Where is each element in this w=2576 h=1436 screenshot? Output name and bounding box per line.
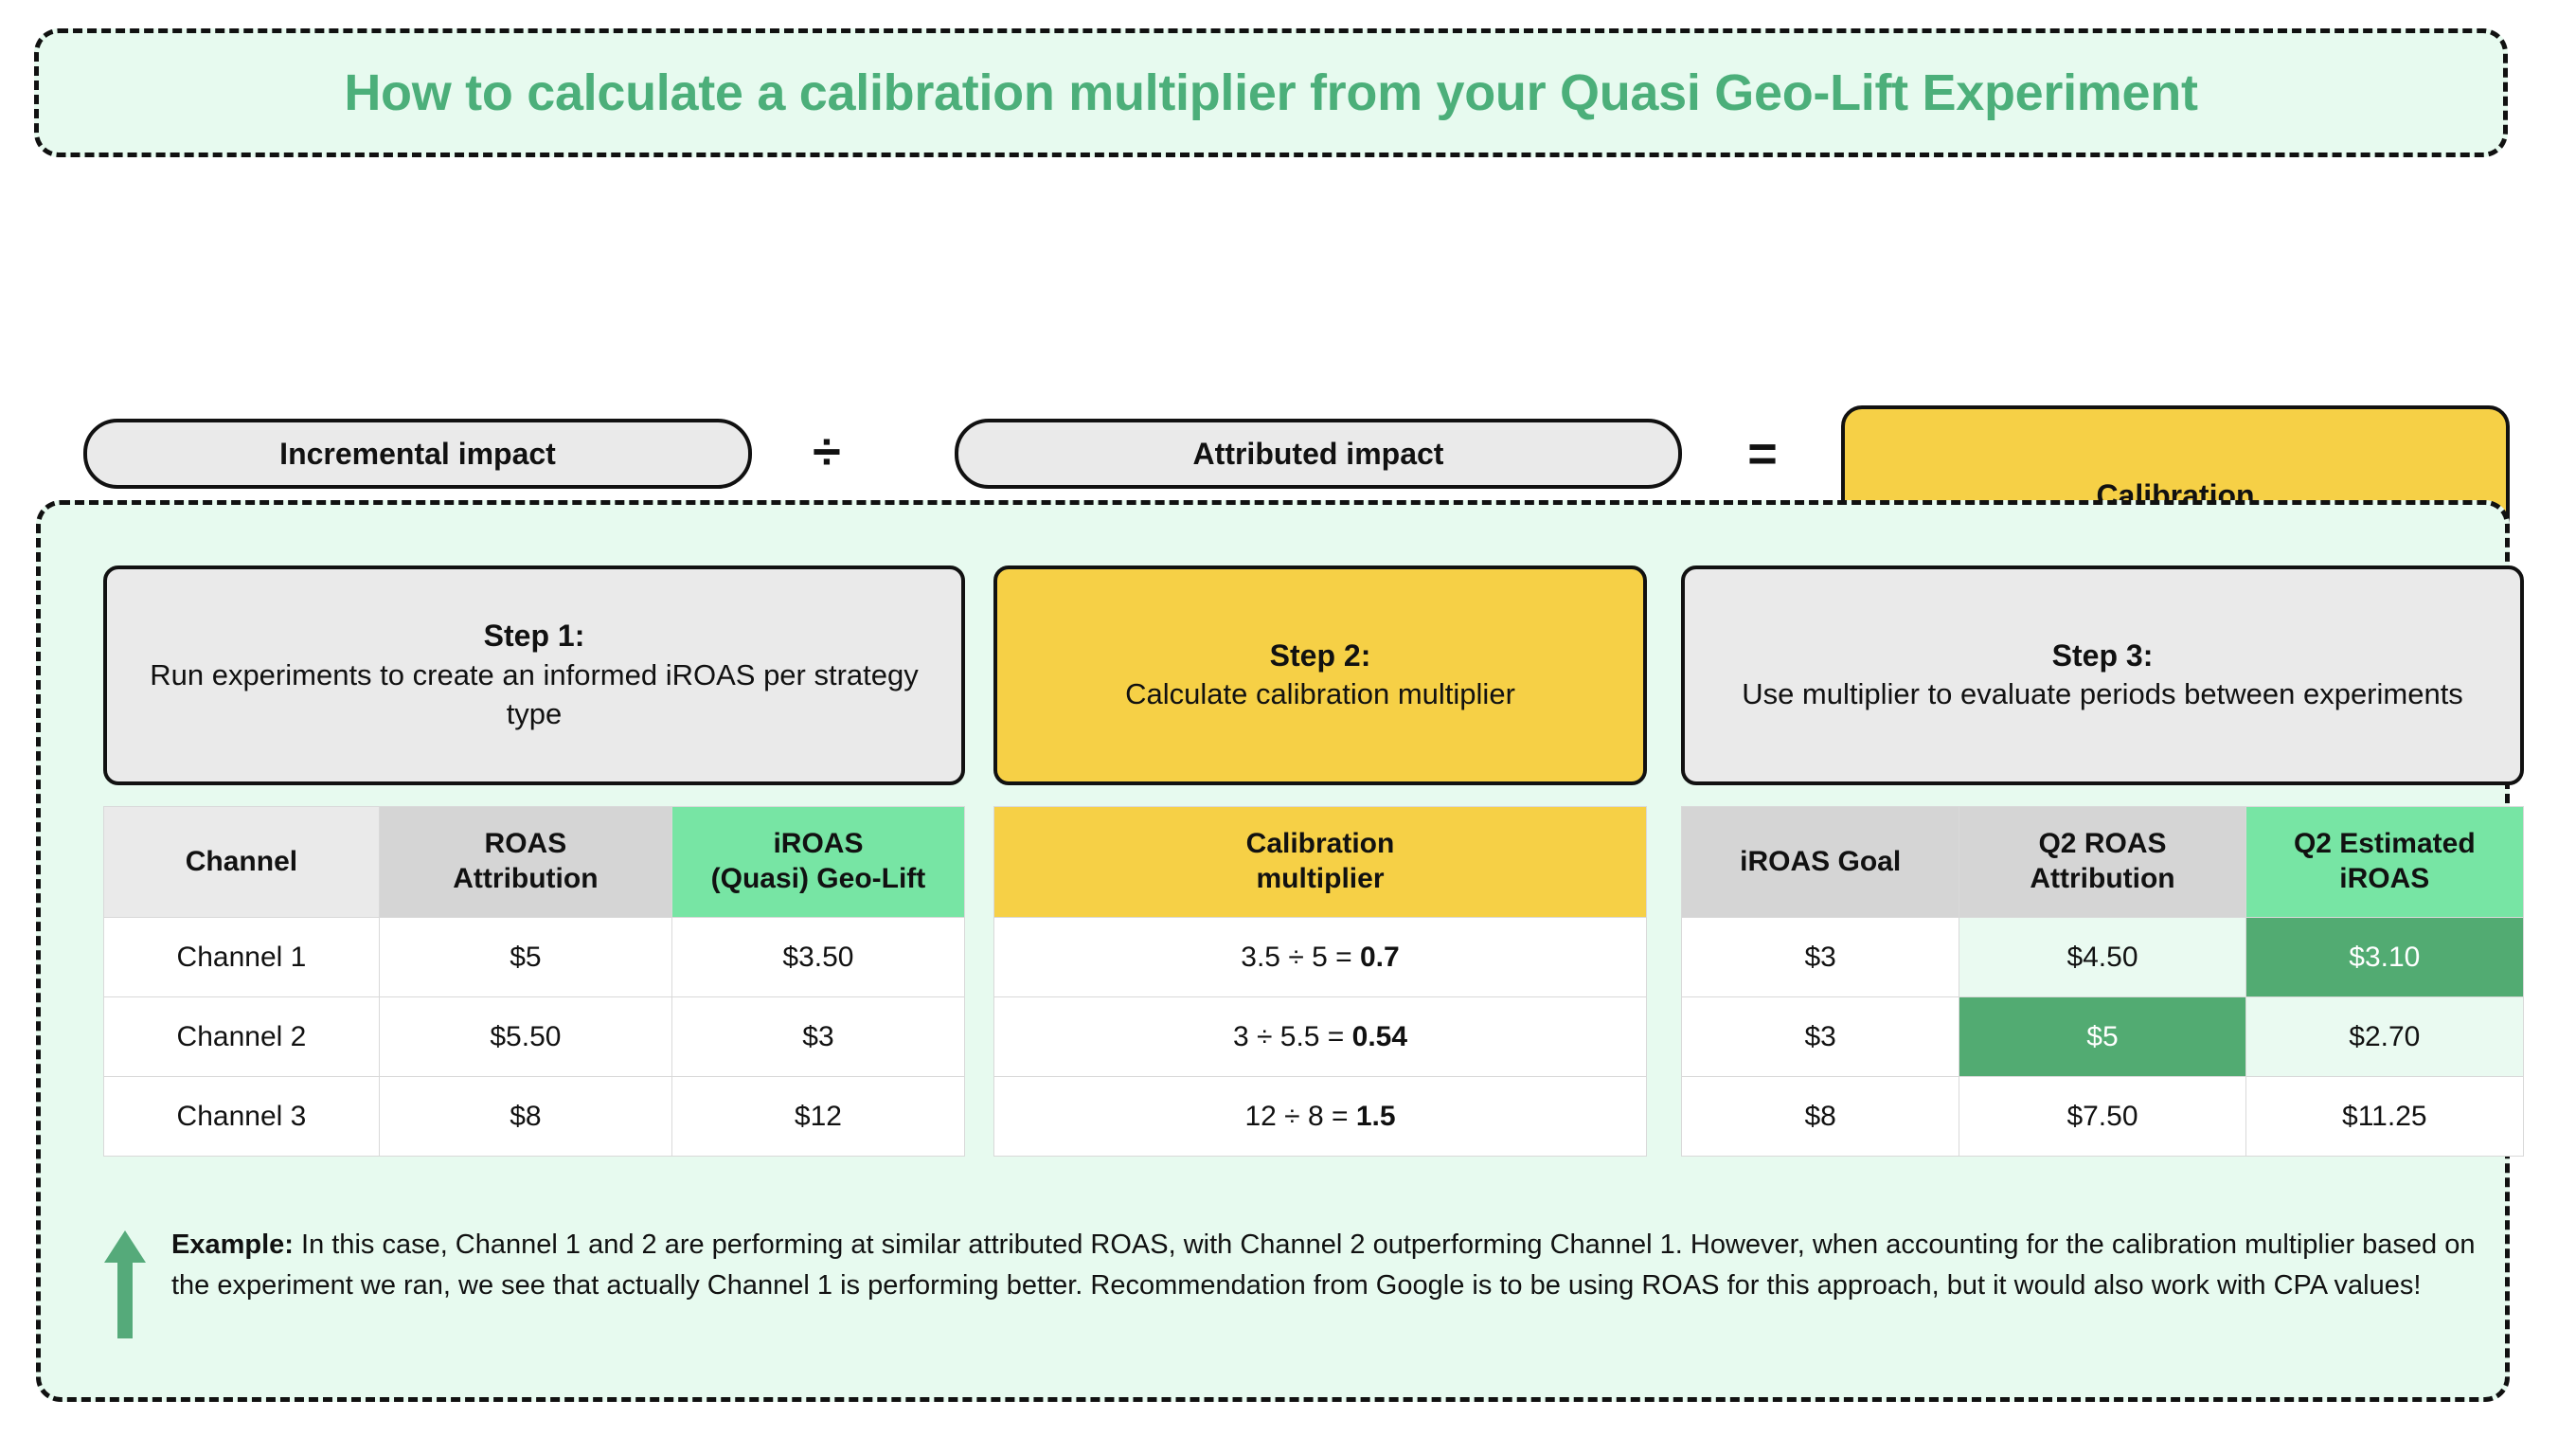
calc-result: 1.5 <box>1355 1100 1396 1132</box>
calc-result: 0.54 <box>1351 1020 1408 1052</box>
steps-panel: Step 1: Run experiments to create an inf… <box>36 500 2525 1402</box>
page-title: How to calculate a calibration multiplie… <box>344 64 2198 121</box>
table-row: 3.5 ÷ 5 = 0.7 <box>993 917 1647 997</box>
step-3-column: Step 3: Use multiplier to evaluate perio… <box>1680 565 2525 1157</box>
col-header-q2-estimated-iroas: Q2 Estimated iROAS <box>2245 806 2525 918</box>
cell-q2-roas: $7.50 <box>1959 1076 2246 1157</box>
col-header-calibration-multiplier: Calibration multiplier <box>993 806 1647 918</box>
step-1-label: Step 1: <box>483 619 585 654</box>
equals-operator-icon: = <box>1747 425 1778 482</box>
example-text: Example: In this case, Channel 1 and 2 a… <box>171 1225 2490 1306</box>
cell-q2-estimated-iroas-highlight: $3.10 <box>2245 917 2525 997</box>
calc-expression: 3.5 ÷ 5 = <box>1241 941 1360 973</box>
incremental-impact-box: Incremental impact <box>83 419 752 489</box>
table-header-row: Channel ROAS Attribution iROAS (Quasi) G… <box>103 806 966 918</box>
table-header-row: Calibration multiplier <box>993 806 1647 918</box>
step-3-table: iROAS Goal Q2 ROAS Attribution Q2 Estima… <box>1680 806 2525 1157</box>
table-row: Channel 3 $8 $12 <box>103 1076 966 1157</box>
step-2-description: Calculate calibration multiplier <box>1125 677 1515 711</box>
calc-expression: 12 ÷ 8 = <box>1244 1100 1356 1132</box>
table-header-row: iROAS Goal Q2 ROAS Attribution Q2 Estima… <box>1680 806 2525 918</box>
col-header-channel: Channel <box>103 806 380 918</box>
attributed-impact-box: Attributed impact <box>955 419 1682 489</box>
table-row: 3 ÷ 5.5 = 0.54 <box>993 996 1647 1077</box>
cell-channel: Channel 2 <box>103 996 380 1077</box>
incremental-impact-label: Incremental impact <box>279 436 556 471</box>
cell-calibration-calc: 3.5 ÷ 5 = 0.7 <box>993 917 1647 997</box>
col-header-iroas-geolift: iROAS (Quasi) Geo-Lift <box>671 806 966 918</box>
calc-result: 0.7 <box>1360 941 1400 973</box>
cell-q2-estimated-iroas: $11.25 <box>2245 1076 2525 1157</box>
cell-iroas: $12 <box>671 1076 966 1157</box>
table-row: $3 $4.50 $3.10 <box>1680 917 2525 997</box>
example-note: Example: In this case, Channel 1 and 2 a… <box>103 1225 2490 1345</box>
cell-roas: $5 <box>378 917 672 997</box>
step-2-header: Step 2: Calculate calibration multiplier <box>993 565 1647 785</box>
example-body: In this case, Channel 1 and 2 are perfor… <box>171 1230 2476 1301</box>
cell-roas: $8 <box>378 1076 672 1157</box>
cell-channel: Channel 1 <box>103 917 380 997</box>
step-3-header: Step 3: Use multiplier to evaluate perio… <box>1681 565 2524 785</box>
cell-iroas-goal: $8 <box>1680 1076 1960 1157</box>
formula-row: Incremental impact ÷ Attributed impact =… <box>0 199 2576 627</box>
cell-q2-roas-highlight: $5 <box>1959 996 2246 1077</box>
cell-q2-roas: $4.50 <box>1959 917 2246 997</box>
divide-operator-icon: ÷ <box>813 423 841 480</box>
cell-iroas: $3.50 <box>671 917 966 997</box>
table-row: Channel 2 $5.50 $3 <box>103 996 966 1077</box>
step-1-header: Step 1: Run experiments to create an inf… <box>103 565 965 785</box>
table-row: $3 $5 $2.70 <box>1680 996 2525 1077</box>
table-row: 12 ÷ 8 = 1.5 <box>993 1076 1647 1157</box>
cell-iroas-goal: $3 <box>1680 996 1960 1077</box>
cell-channel: Channel 3 <box>103 1076 380 1157</box>
step-1-table: Channel ROAS Attribution iROAS (Quasi) G… <box>103 806 966 1157</box>
col-header-iroas-goal: iROAS Goal <box>1680 806 1960 918</box>
cell-roas: $5.50 <box>378 996 672 1077</box>
calc-expression: 3 ÷ 5.5 = <box>1232 1020 1352 1052</box>
cell-iroas: $3 <box>671 996 966 1077</box>
step-1-description: Run experiments to create an informed iR… <box>150 657 919 730</box>
cell-calibration-calc: 12 ÷ 8 = 1.5 <box>993 1076 1647 1157</box>
up-arrow-icon <box>103 1229 147 1345</box>
step-2-column: Step 2: Calculate calibration multiplier… <box>993 565 1647 1157</box>
step-2-label: Step 2: <box>1269 637 1371 673</box>
step-2-table: Calibration multiplier 3.5 ÷ 5 = 0.7 3 ÷… <box>993 806 1647 1157</box>
col-header-roas-attribution: ROAS Attribution <box>378 806 672 918</box>
table-row: Channel 1 $5 $3.50 <box>103 917 966 997</box>
col-header-q2-roas-attribution: Q2 ROAS Attribution <box>1959 806 2246 918</box>
step-3-description: Use multiplier to evaluate periods betwe… <box>1742 677 2463 711</box>
title-banner: How to calculate a calibration multiplie… <box>34 28 2508 157</box>
cell-q2-estimated-iroas: $2.70 <box>2245 996 2525 1077</box>
attributed-impact-label: Attributed impact <box>1192 436 1444 471</box>
cell-calibration-calc: 3 ÷ 5.5 = 0.54 <box>993 996 1647 1077</box>
table-row: $8 $7.50 $11.25 <box>1680 1076 2525 1157</box>
step-3-label: Step 3: <box>2051 637 2154 673</box>
example-label: Example: <box>171 1230 294 1260</box>
cell-iroas-goal: $3 <box>1680 917 1960 997</box>
step-1-column: Step 1: Run experiments to create an inf… <box>103 565 966 1157</box>
